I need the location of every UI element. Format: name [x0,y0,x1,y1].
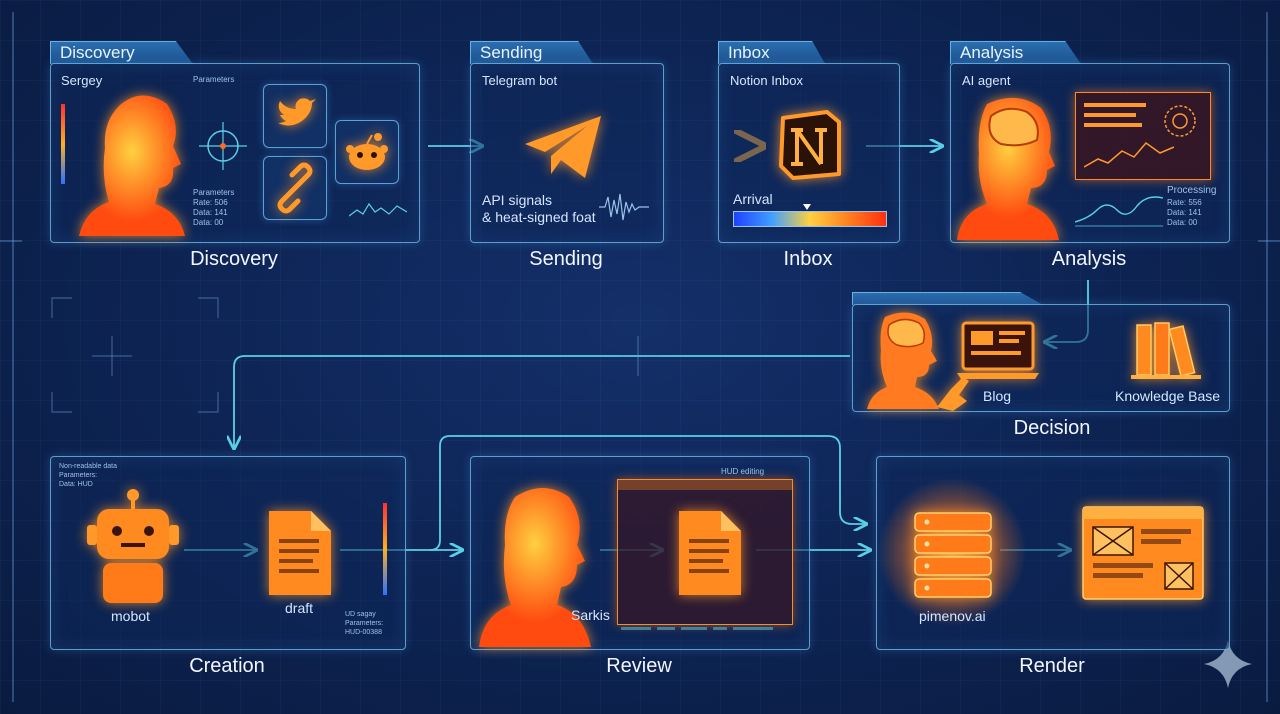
analysis-line-chart [1084,141,1174,168]
reviewer-person-icon [479,488,591,647]
inbox-subtitle: Notion Inbox [730,73,803,88]
stage-label-inbox: Inbox [783,248,833,270]
person-heat-icon [79,95,185,236]
link-source [263,156,327,220]
server-stack-icon [914,512,992,598]
creation-draft-label: draft [285,600,314,616]
frame-line [0,240,22,242]
processing-title: Processing [1167,185,1217,196]
sending-caption-line2: & heat-signed foat [482,209,596,225]
inbox-panel: Notion Inbox Arrival [718,63,900,243]
review-document-icon [679,511,741,595]
arrow-creation-render [340,435,866,551]
dash-bar [1084,123,1142,127]
sending-panel: Telegram bot API signals & heat-signed f… [470,63,664,243]
discovery-params-title2: Parameters [193,188,235,197]
hud-editor-frame [617,479,793,625]
frame-line [12,12,14,702]
render-server-label: pimenov.ai [919,608,986,624]
processing-line: Data: 141 [1167,208,1202,217]
sending-subtitle: Telegram bot [482,73,558,88]
creation-footer-line: HUD-00388 [345,629,382,636]
reddit-source [335,120,399,184]
dash-bar [1084,113,1136,117]
stage-label-decision: Decision [1013,417,1091,439]
discovery-params-title: Parameters [193,75,235,84]
robot-hand-icon [937,377,969,411]
notion-icon [779,110,841,180]
stage-label-discovery: Discovery [190,248,278,270]
inbox-arrival-label: Arrival [733,191,773,207]
discovery-param-line: Data: 00 [193,218,224,227]
stage-label-analysis: Analysis [1051,248,1127,270]
analysis-panel: AI agent Processing Rate: 556 Data: 141 … [950,63,1230,243]
twitter-source [263,84,327,148]
tab-sending: Sending [470,41,593,64]
sending-caption-line1: API signals [482,192,553,208]
twitter-icon [278,98,316,126]
decision-agent-icon [867,312,939,409]
audio-wave [599,193,649,221]
link-icon [277,162,313,214]
creation-bot-label: mobot [111,608,150,624]
hud-editor-titlebar [618,480,792,490]
discovery-person-name: Sergey [61,73,103,88]
render-panel: pimenov.ai [876,456,1230,650]
review-person-label: Sarkis [571,607,610,623]
knowledge-base-icon [1131,322,1201,379]
stage-label-render: Render [1019,655,1085,677]
processing-line: Data: 00 [1167,218,1198,227]
gauge-marker [803,204,811,210]
analysis-dashboard [1075,92,1211,180]
stage-label-review: Review [606,655,672,677]
processing-chart [1075,196,1163,227]
creation-hud-line: Parameters: [59,472,98,479]
reddit-icon [346,133,388,170]
arrow-decision-creation [234,355,850,448]
decision-kb-label: Knowledge Base [1115,388,1221,404]
arrival-gauge [733,211,887,227]
creation-hud-line: Data: HUD [59,481,93,488]
discovery-panel: Sergey Parameters Parameters Rate: 506 D… [50,63,420,243]
processing-line: Rate: 556 [1167,198,1202,207]
tab-discovery: Discovery [50,41,193,64]
creation-footer-line: Parameters: [345,620,384,627]
discovery-param-line: Data: 141 [193,208,228,217]
heat-scale [61,104,65,184]
mini-waveform [349,202,407,217]
review-panel: Sarkis HUD editing [470,456,810,650]
creation-hud-line: Non-readable data [59,463,117,470]
decision-blog-label: Blog [983,388,1012,404]
robot-icon [87,489,179,603]
creation-panel: Non-readable data Parameters: Data: HUD … [50,456,406,650]
decision-panel: Blog Knowledge Base [852,304,1230,412]
tab-inbox: Inbox [718,41,825,64]
review-hud-ticks [621,627,773,630]
telegram-icon [525,116,601,178]
blog-laptop-icon [957,321,1039,379]
analysis-subtitle: AI agent [962,73,1011,88]
radar-gauge [1164,105,1196,137]
stage-label-creation: Creation [189,655,265,677]
tab-analysis: Analysis [950,41,1081,64]
frame-line [1266,12,1268,702]
hud-editing-label: HUD editing [721,467,765,476]
target-reticle-icon [199,122,247,170]
dash-bar [1084,103,1146,107]
creation-heat-scale [383,503,387,595]
discovery-param-line: Rate: 506 [193,198,228,207]
website-icon [1082,506,1204,600]
sparkle-icon [1204,640,1252,688]
creation-footer-line: UD sagay [345,611,376,618]
stage-label-sending: Sending [529,248,603,270]
ai-agent-head-icon [957,97,1059,240]
draft-document-icon [269,511,331,595]
frame-line [1258,240,1280,242]
